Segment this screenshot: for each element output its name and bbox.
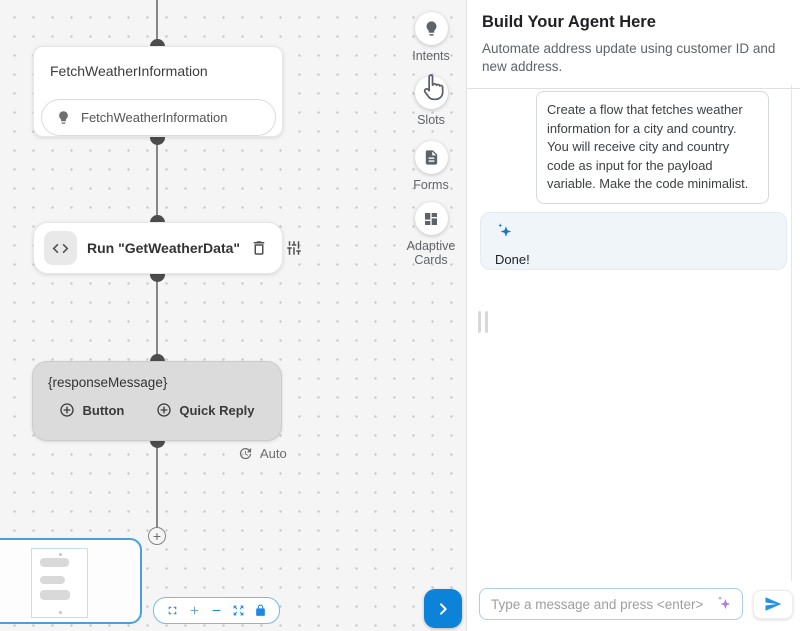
fit-view-icon[interactable] <box>232 604 245 617</box>
lightbulb-icon <box>59 111 68 124</box>
panel-title: Build Your Agent Here <box>482 13 656 31</box>
build-agent-panel: Build Your Agent Here Automate address u… <box>466 0 800 631</box>
lightbulb-icon <box>426 21 436 36</box>
palette-item-forms[interactable]: Forms <box>402 141 460 193</box>
sparkle-icon <box>498 223 512 237</box>
intent-chip[interactable]: FetchWeatherInformation <box>41 99 276 136</box>
minimap-dot <box>59 611 62 614</box>
zoom-in-icon[interactable] <box>188 604 201 617</box>
assistant-message-bubble: Done! <box>480 212 787 270</box>
add-quick-reply-label: Quick Reply <box>179 402 255 418</box>
action-node-label: Run "GetWeatherData" <box>87 240 241 256</box>
palette-item-intents[interactable]: Intents <box>402 12 460 64</box>
send-button[interactable] <box>753 589 793 619</box>
ai-sparkle-icon[interactable] <box>715 594 735 614</box>
intent-node[interactable]: FetchWeatherInformation FetchWeatherInfo… <box>33 46 283 137</box>
response-message-node[interactable]: {responseMessage} Button Quick Reply <box>32 361 282 441</box>
expand-panel-button[interactable] <box>424 589 462 628</box>
palette-item-slots[interactable]: Slots <box>402 74 460 128</box>
minimap[interactable] <box>0 538 142 624</box>
palette-label: Slots <box>417 113 445 127</box>
intents-button[interactable] <box>414 12 448 45</box>
minimap-node <box>40 576 65 584</box>
adaptive-cards-button[interactable] <box>414 202 448 235</box>
add-quick-reply-action[interactable]: Quick Reply <box>156 402 255 418</box>
minimap-node <box>40 590 70 600</box>
response-message-label: {responseMessage} <box>48 375 168 390</box>
delete-icon[interactable] <box>250 239 268 257</box>
auto-timer-icon <box>239 447 252 460</box>
chevron-right-icon <box>440 602 447 615</box>
add-circle-icon <box>60 403 75 417</box>
composer <box>479 588 793 620</box>
dashboard-icon <box>425 212 437 225</box>
code-box <box>44 231 77 265</box>
minimap-viewport[interactable] <box>31 548 88 618</box>
send-icon <box>765 597 782 611</box>
panel-resize-handle[interactable] <box>478 311 488 333</box>
chat-scroll-track[interactable] <box>791 85 792 581</box>
add-node-button[interactable]: + <box>148 527 166 545</box>
assistant-message-text: Done! <box>495 252 530 267</box>
user-message-bubble: Create a flow that fetches weather infor… <box>536 91 769 204</box>
auto-badge: Auto <box>238 446 287 461</box>
slots-button[interactable] <box>414 76 448 109</box>
minimap-node <box>40 558 69 567</box>
zoom-out-icon[interactable] <box>210 604 223 617</box>
palette-item-adaptive-cards[interactable]: Adaptive Cards <box>402 202 460 268</box>
message-input[interactable] <box>479 588 743 620</box>
intent-chip-label: FetchWeatherInformation <box>81 110 228 125</box>
add-circle-icon <box>157 403 172 417</box>
palette-label: Forms <box>413 178 449 192</box>
tune-icon[interactable] <box>285 239 303 257</box>
auto-badge-label: Auto <box>260 446 287 461</box>
intent-node-title: FetchWeatherInformation <box>50 63 208 79</box>
plus-glyph: + <box>152 528 162 544</box>
palette-label: Intents <box>412 49 450 63</box>
flow-canvas[interactable]: FetchWeatherInformation FetchWeatherInfo… <box>0 0 466 631</box>
add-button-action[interactable]: Button <box>59 402 124 418</box>
fullscreen-icon[interactable] <box>166 604 179 617</box>
add-button-label: Button <box>82 402 125 418</box>
panel-header: Build Your Agent Here Automate address u… <box>467 0 800 90</box>
zoom-toolbar <box>153 597 280 624</box>
minimap-dot <box>59 553 62 556</box>
palette-label: Adaptive Cards <box>406 239 456 267</box>
forms-button[interactable] <box>414 141 448 174</box>
document-icon <box>425 150 437 165</box>
action-node[interactable]: Run "GetWeatherData" <box>33 222 301 274</box>
lock-icon[interactable] <box>254 604 267 617</box>
panel-subtitle: Automate address update using customer I… <box>482 41 776 75</box>
code-icon <box>52 243 69 253</box>
user-message-text: Create a flow that fetches weather infor… <box>547 102 749 192</box>
